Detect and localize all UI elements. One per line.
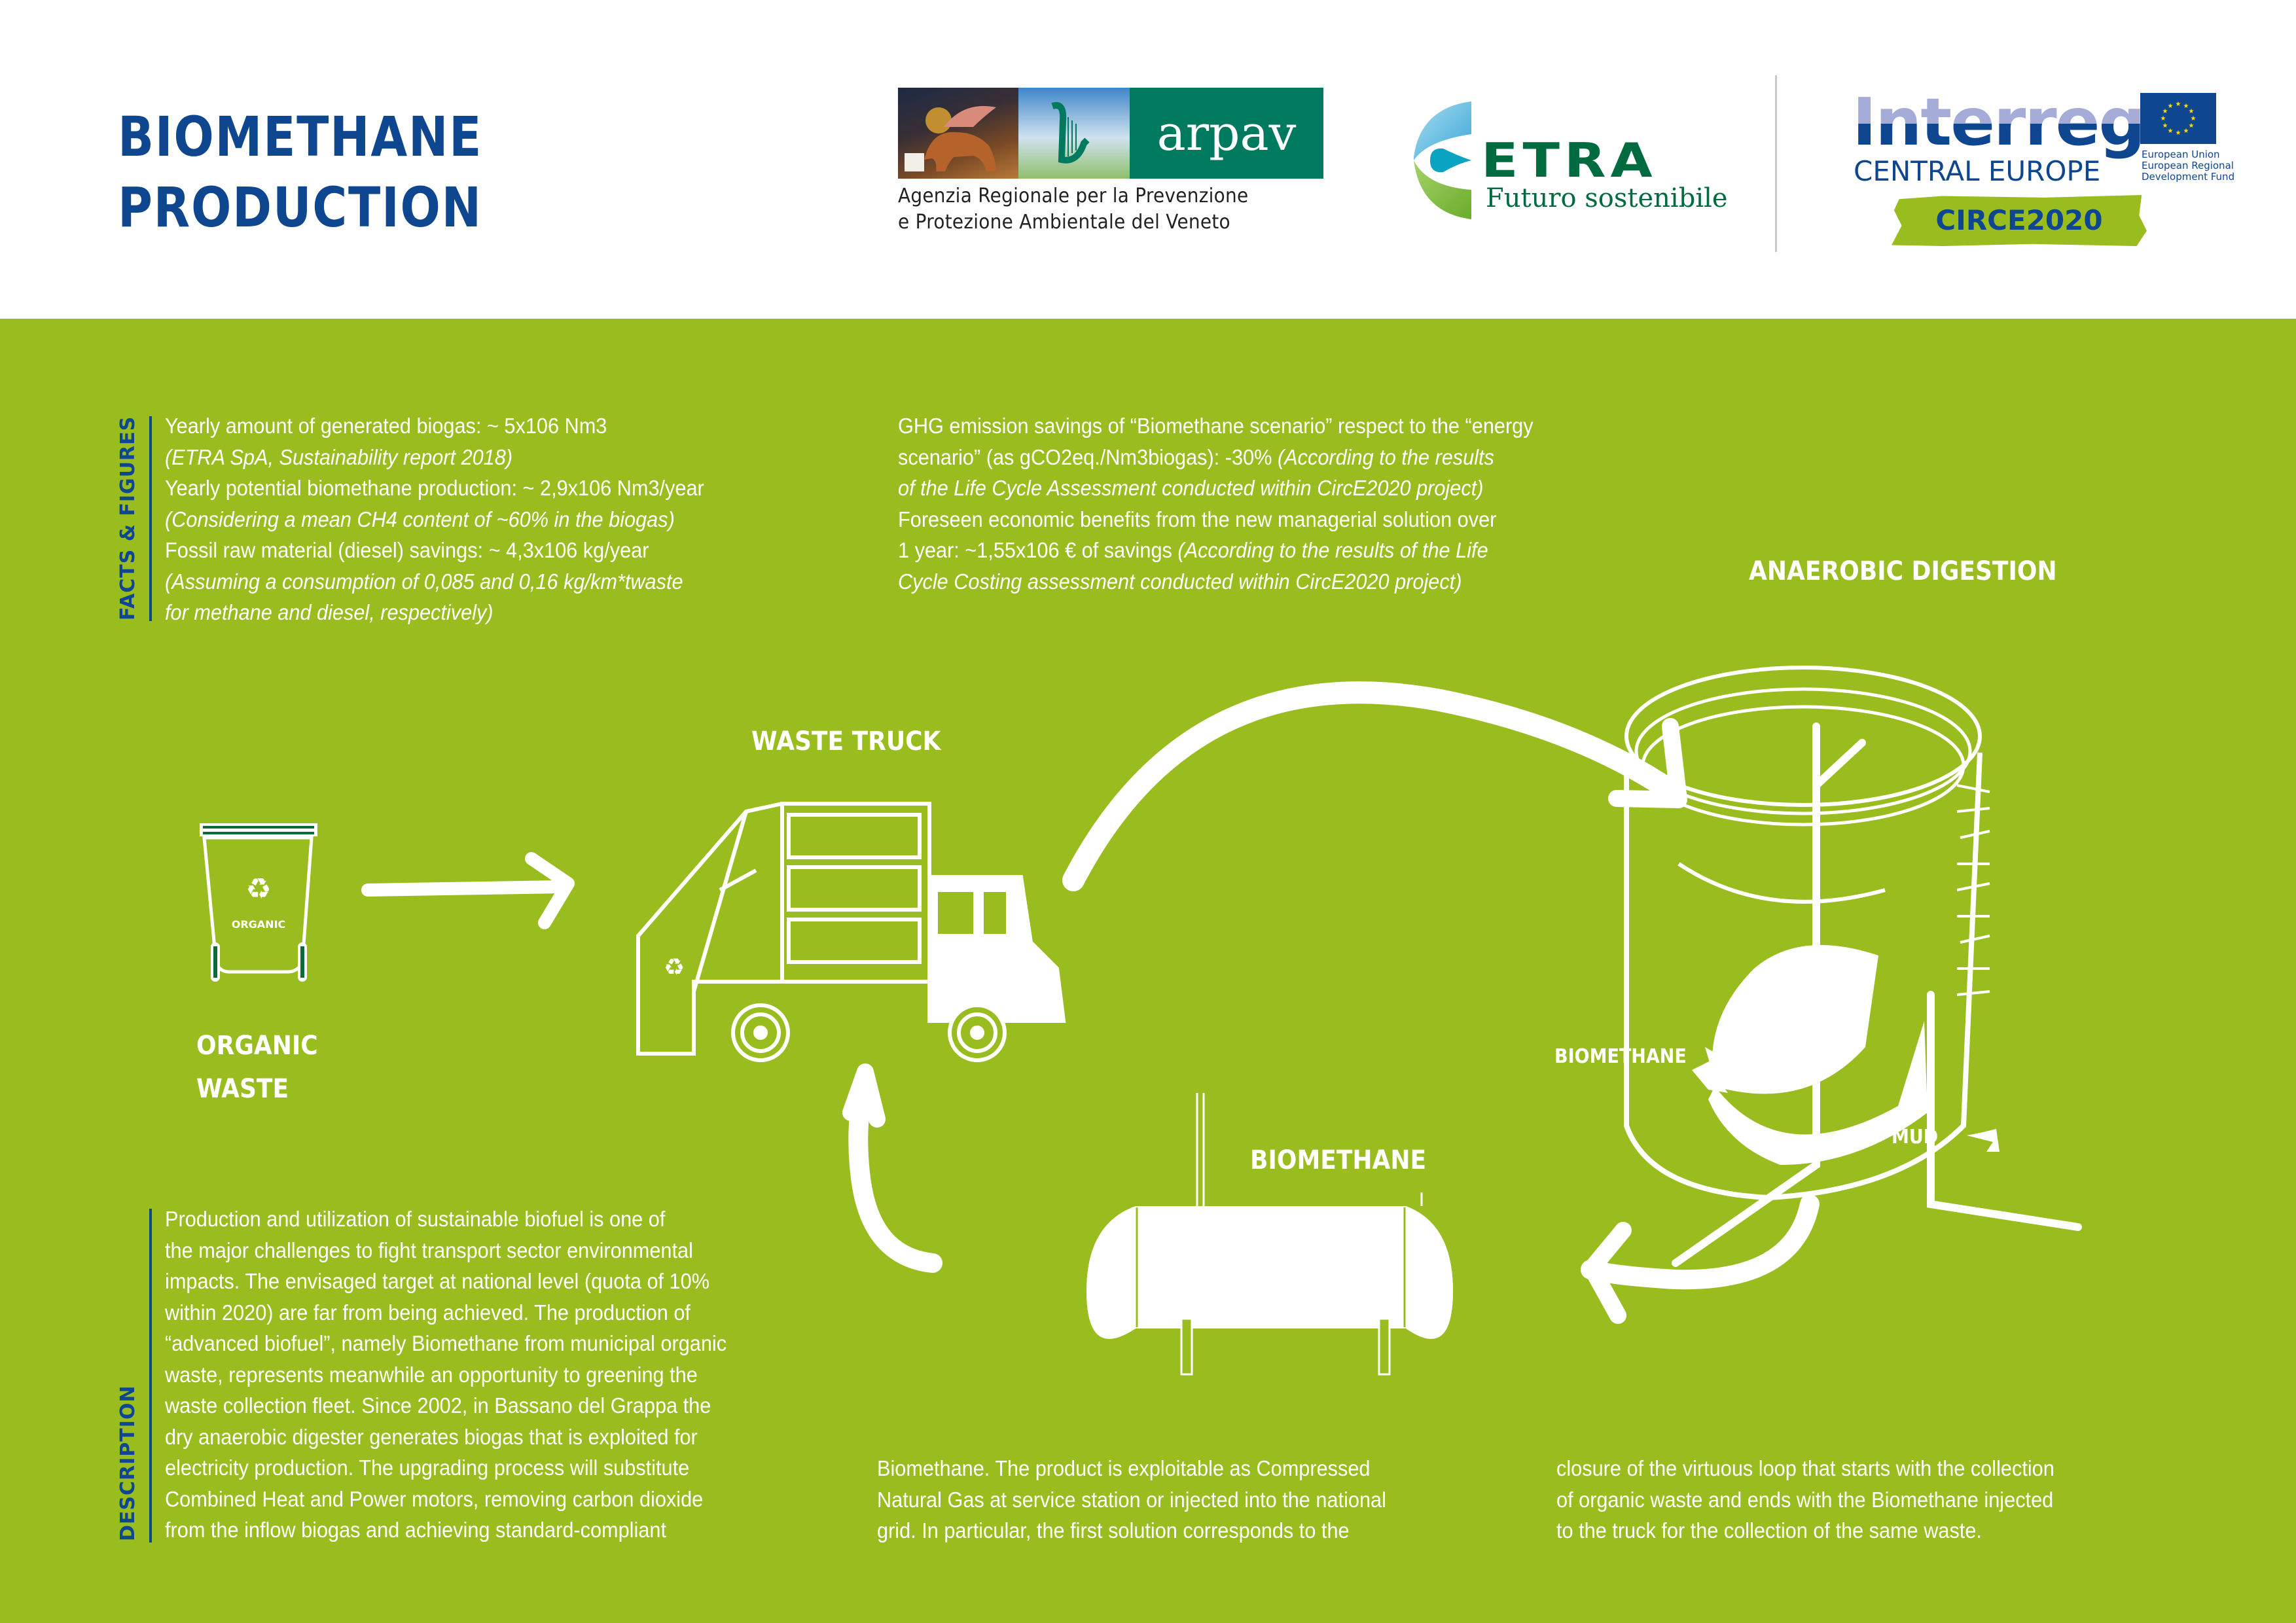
svg-text:★: ★ bbox=[2161, 115, 2166, 122]
facts-left-column: Yearly amount of generated biogas: ~ 5x1… bbox=[165, 410, 704, 628]
etra-leaf-icon bbox=[1414, 101, 1471, 219]
facts-divider bbox=[149, 416, 152, 621]
svg-text:★: ★ bbox=[2176, 101, 2181, 108]
facts-right-plain: scenario” (as gCO2eq./Nm3biogas): -30% bbox=[898, 444, 1278, 469]
facts-right-plain: Foreseen economic benefits from the new … bbox=[898, 507, 1497, 531]
facts-right-line: scenario” (as gCO2eq./Nm3biogas): -30% (… bbox=[898, 442, 1534, 473]
interreg-wordmark: Interreg bbox=[1852, 84, 2145, 160]
brush-stroke-icon bbox=[1892, 195, 2147, 246]
interreg-logo: Interreg ★★★ ★★★ ★★★ ★★★ CENTRAL EUROPE … bbox=[1846, 84, 2234, 255]
description-col1-line: Production and utilization of sustainabl… bbox=[165, 1207, 666, 1231]
facts-right-plain: GHG emission savings of “Biomethane scen… bbox=[898, 414, 1534, 438]
svg-text:★: ★ bbox=[2183, 128, 2189, 135]
description-col1-line: from the inflow biogas and achieving sta… bbox=[165, 1518, 666, 1542]
description-col1-line: impacts. The envisaged target at nationa… bbox=[165, 1269, 709, 1293]
storage-tank-label: BIOMETHANE bbox=[1250, 1145, 1427, 1175]
project-name: CIRCE2020 bbox=[1935, 204, 2103, 236]
title-line-2: PRODUCTION bbox=[118, 175, 482, 240]
svg-text:★: ★ bbox=[2162, 122, 2168, 130]
description-col2-line: Biomethane. The product is exploitable a… bbox=[877, 1456, 1371, 1480]
arpav-wordmark: arpav bbox=[1130, 88, 1323, 179]
waste-truck-label: WASTE TRUCK bbox=[751, 726, 941, 757]
facts-left-line: Yearly potential biomethane production: … bbox=[165, 476, 704, 500]
facts-right-italic: (According to the results of the Life bbox=[1177, 538, 1488, 562]
svg-text:★: ★ bbox=[2176, 130, 2181, 137]
description-col1-line: waste collection fleet. Since 2002, in B… bbox=[165, 1393, 711, 1418]
description-col2-line: Natural Gas at service station or inject… bbox=[877, 1487, 1386, 1512]
anaerobic-digestion-label: ANAEROBIC DIGESTION bbox=[1749, 556, 2057, 586]
description-col3-line: to the truck for the collection of the s… bbox=[1556, 1518, 1982, 1543]
description-col1-line: waste, represents meanwhile an opportuni… bbox=[165, 1362, 698, 1387]
description-col2-line: grid. In particular, the first solution … bbox=[877, 1518, 1350, 1543]
facts-right-line: Foreseen economic benefits from the new … bbox=[898, 504, 1534, 535]
organic-waste-label-line-1: ORGANIC bbox=[196, 1031, 318, 1061]
facts-right-line: Cycle Costing assessment conducted withi… bbox=[898, 566, 1534, 597]
arpav-logo: arpav Agenzia Regionale per la Prevenzio… bbox=[898, 88, 1323, 238]
facts-right-column: GHG emission savings of “Biomethane scen… bbox=[898, 410, 1534, 597]
svg-text:★: ★ bbox=[2191, 115, 2197, 122]
header: BIOMETHANE PRODUCTION arpav Agen bbox=[0, 0, 2296, 319]
facts-right-italic: Cycle Costing assessment conducted withi… bbox=[898, 569, 1462, 594]
facts-right-italic: (According to the results bbox=[1277, 444, 1494, 469]
facts-left-line: for methane and diesel, respectively) bbox=[165, 600, 493, 624]
svg-text:★: ★ bbox=[2168, 103, 2174, 110]
eu-flag-icon: ★★★ ★★★ ★★★ ★★★ bbox=[2140, 93, 2216, 144]
facts-left-line: (Considering a mean CH4 content of ~60% … bbox=[165, 507, 675, 531]
organic-waste-label-line-2: WASTE bbox=[196, 1074, 289, 1104]
eu-line-2: European Regional bbox=[2142, 160, 2234, 171]
facts-left-line: Yearly amount of generated biogas: ~ 5x1… bbox=[165, 414, 607, 438]
facts-left-line: Fossil raw material (diesel) savings: ~ … bbox=[165, 538, 649, 562]
arpav-banner: arpav bbox=[898, 88, 1323, 179]
arpav-subtitle: Agenzia Regionale per la Prevenzione e P… bbox=[898, 183, 1294, 236]
eu-fund-text: European Union European Regional Develop… bbox=[2142, 149, 2234, 183]
lion-of-st-mark-icon bbox=[898, 88, 1018, 179]
description-section-label: DESCRIPTION bbox=[117, 1385, 139, 1541]
description-col1-line: dry anaerobic digester generates biogas … bbox=[165, 1424, 698, 1449]
etra-logo: ETRA Futuro sostenibile bbox=[1394, 95, 1728, 226]
organic-waste-label: ORGANIC WASTE bbox=[196, 1024, 318, 1111]
page-title: BIOMETHANE PRODUCTION bbox=[118, 101, 482, 243]
digester-mud-output-label: MUD bbox=[1892, 1126, 1939, 1149]
interreg-programme: CENTRAL EUROPE bbox=[1854, 155, 2101, 187]
eu-line-1: European Union bbox=[2142, 149, 2220, 160]
arpav-subtitle-line-1: Agenzia Regionale per la Prevenzione bbox=[898, 185, 1249, 207]
digester-biomethane-output-label: BIOMETHANE bbox=[1554, 1045, 1687, 1068]
svg-text:★: ★ bbox=[2189, 108, 2195, 115]
description-col1-line: the major challenges to fight transport … bbox=[165, 1238, 693, 1262]
facts-left-line: (ETRA SpA, Sustainability report 2018) bbox=[165, 444, 513, 469]
arpav-subtitle-line-2: e Protezione Ambientale del Veneto bbox=[898, 211, 1230, 234]
eu-line-3: Development Fund bbox=[2142, 171, 2235, 183]
description-col1-line: within 2020) are far from being achieved… bbox=[165, 1300, 691, 1325]
description-col3-line: closure of the virtuous loop that starts… bbox=[1556, 1456, 2054, 1480]
facts-section-label: FACTS & FIGURES bbox=[117, 416, 139, 620]
facts-right-line: GHG emission savings of “Biomethane scen… bbox=[898, 410, 1534, 442]
description-divider bbox=[149, 1209, 152, 1543]
description-col1-line: “advanced biofuel”, namely Biomethane fr… bbox=[165, 1331, 727, 1355]
description-col1-line: Combined Heat and Power motors, removing… bbox=[165, 1486, 704, 1511]
harp-icon bbox=[1018, 88, 1130, 179]
etra-wordmark: ETRA bbox=[1481, 133, 1657, 188]
logo-divider bbox=[1775, 75, 1777, 252]
facts-right-line: of the Life Cycle Assessment conducted w… bbox=[898, 473, 1534, 504]
facts-right-line: 1 year: ~1,55x106 € of savings (Accordin… bbox=[898, 535, 1534, 566]
title-line-1: BIOMETHANE bbox=[118, 105, 483, 169]
svg-text:★: ★ bbox=[2189, 122, 2195, 130]
description-column-1: Production and utilization of sustainabl… bbox=[165, 1204, 726, 1546]
description-column-3: closure of the virtuous loop that starts… bbox=[1556, 1453, 2054, 1546]
description-col1-line: electricity production. The upgrading pr… bbox=[165, 1455, 690, 1480]
svg-text:★: ★ bbox=[2183, 103, 2189, 110]
description-col3-line: of organic waste and ends with the Biome… bbox=[1556, 1487, 2054, 1512]
facts-left-line: (Assuming a consumption of 0,085 and 0,1… bbox=[165, 569, 683, 594]
facts-right-plain: 1 year: ~1,55x106 € of savings bbox=[898, 538, 1178, 562]
svg-text:★: ★ bbox=[2168, 128, 2174, 135]
svg-text:★: ★ bbox=[2162, 108, 2168, 115]
facts-right-italic: of the Life Cycle Assessment conducted w… bbox=[898, 476, 1484, 500]
etra-tagline: Futuro sostenibile bbox=[1486, 183, 1728, 213]
description-column-2: Biomethane. The product is exploitable a… bbox=[877, 1453, 1386, 1546]
